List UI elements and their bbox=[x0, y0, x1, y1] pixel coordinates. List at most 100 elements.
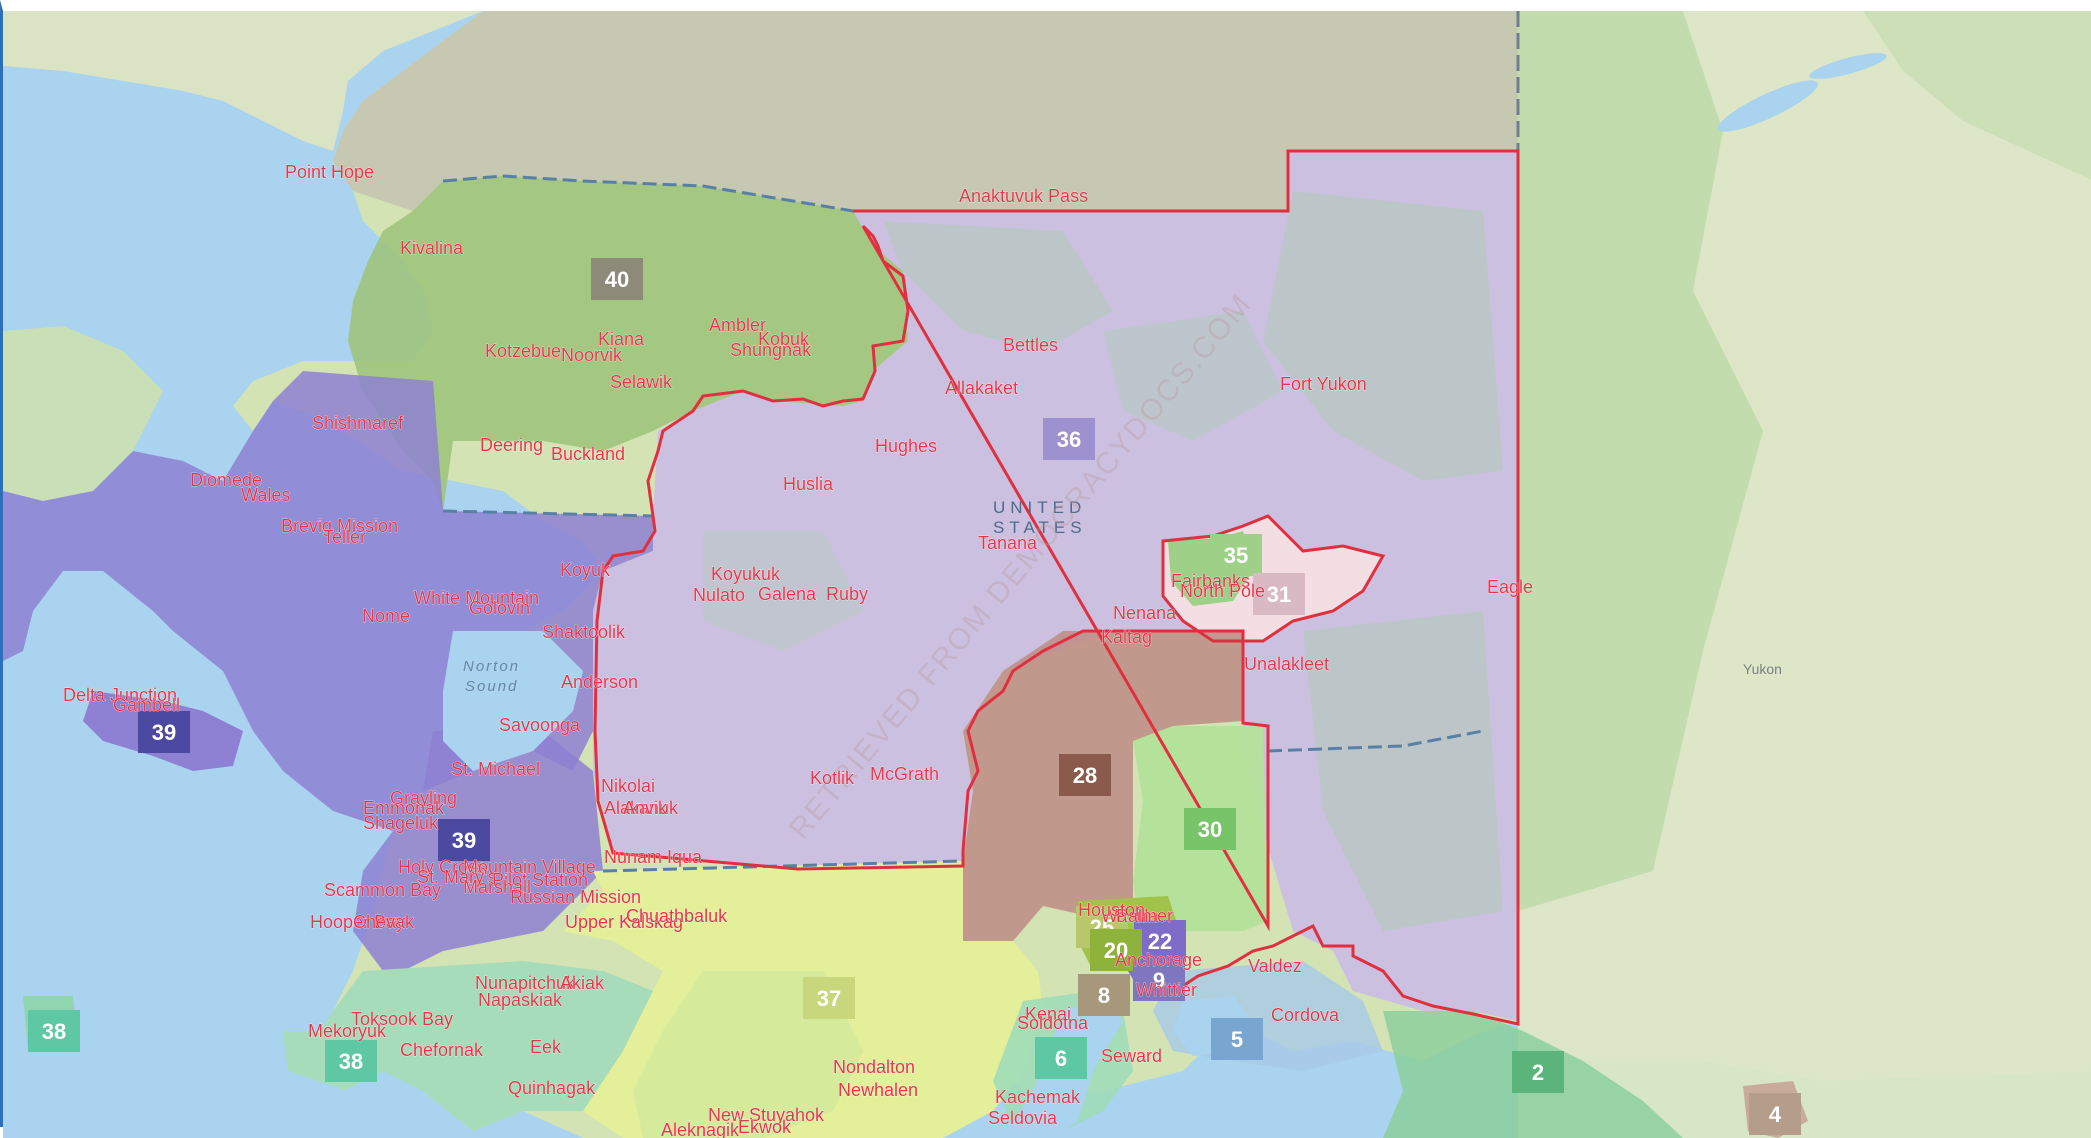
district-boundary-line bbox=[1267, 729, 1484, 753]
district-38-area[interactable] bbox=[303, 961, 653, 1131]
russia-land bbox=[3, 11, 483, 151]
place-label: Newhalen bbox=[838, 1080, 918, 1100]
district-badge-label: 22 bbox=[1148, 929, 1172, 954]
district-badge[interactable]: 31 bbox=[1253, 573, 1305, 615]
district-36-area[interactable] bbox=[593, 151, 1518, 1021]
place-label: St. Mary's bbox=[417, 867, 496, 887]
district-badge-box bbox=[28, 1010, 80, 1052]
district-36-forest bbox=[1303, 611, 1503, 931]
country-label: STATES bbox=[993, 518, 1087, 537]
place-label: Eagle bbox=[1487, 577, 1533, 597]
district-badge[interactable]: 9 bbox=[1133, 959, 1185, 1001]
place-label: McGrath bbox=[870, 764, 939, 784]
place-label: Nunapitchuk bbox=[475, 973, 576, 993]
district-badge[interactable]: 28 bbox=[1059, 754, 1111, 796]
place-label: Ekwok bbox=[738, 1117, 792, 1137]
place-label: Deering bbox=[480, 435, 543, 455]
place-label: Valdez bbox=[1248, 956, 1302, 976]
fairbanks-outline bbox=[1161, 514, 1386, 643]
district-badge[interactable]: 38 bbox=[28, 1010, 80, 1052]
place-label: Savoonga bbox=[499, 715, 581, 735]
district-badge[interactable]: 38 bbox=[325, 1040, 377, 1082]
place-label: Huslia bbox=[783, 474, 834, 494]
place-label: Nondalton bbox=[833, 1057, 915, 1077]
place-label: Scammon Bay bbox=[324, 880, 441, 900]
place-label: Shageluk bbox=[363, 813, 439, 833]
district-badge[interactable]: 40 bbox=[591, 258, 643, 300]
place-label: Kenai bbox=[1025, 1004, 1071, 1024]
place-label: Fort Yukon bbox=[1280, 374, 1367, 394]
place-label: St. Michael bbox=[451, 759, 540, 779]
district-40-green[interactable] bbox=[348, 176, 908, 511]
district-badge-box bbox=[1134, 920, 1186, 962]
district-badge[interactable]: 6 bbox=[1035, 1037, 1087, 1079]
district-40-area[interactable] bbox=[333, 11, 1518, 211]
district-badge-label: 4 bbox=[1769, 1102, 1782, 1127]
canada-coast-forest bbox=[1863, 11, 2091, 180]
district-badge[interactable]: 8 bbox=[1078, 974, 1130, 1016]
district-badge-label: 37 bbox=[817, 986, 841, 1011]
district-badge-label: 39 bbox=[152, 720, 176, 745]
district-boundary-line bbox=[602, 859, 964, 873]
district-badge-label: 30 bbox=[1198, 817, 1222, 842]
district-badge[interactable]: 36 bbox=[1043, 418, 1095, 460]
district-badge-label: 20 bbox=[1104, 938, 1128, 963]
district-map[interactable]: UNITED STATES Yukon Norton Sound RETRIEV… bbox=[3, 11, 2091, 1138]
country-label: UNITED bbox=[993, 498, 1086, 517]
district-36-forest bbox=[883, 221, 1113, 351]
district-badge[interactable]: 5 bbox=[1211, 1018, 1263, 1060]
district-badge[interactable]: 2 bbox=[1512, 1051, 1564, 1093]
place-label: Emmonak bbox=[363, 798, 445, 818]
district-badge-box bbox=[803, 977, 855, 1019]
place-label: Holy Cross bbox=[398, 857, 486, 877]
district-badge[interactable]: 35 bbox=[1210, 534, 1262, 576]
place-label: Bettles bbox=[1003, 335, 1058, 355]
place-label: Whittier bbox=[1136, 980, 1197, 1000]
district-badge[interactable]: 22 bbox=[1134, 920, 1186, 962]
district-badge[interactable]: 37 bbox=[803, 977, 855, 1019]
place-label: Mekoryuk bbox=[308, 1021, 387, 1041]
place-label: Kobuk bbox=[758, 329, 810, 349]
place-label: Mountain Village bbox=[463, 857, 596, 877]
district-badge[interactable]: 30 bbox=[1184, 808, 1236, 850]
district-badge-box bbox=[1210, 534, 1262, 576]
place-label: Cordova bbox=[1271, 1005, 1340, 1025]
place-label: Koyukuk bbox=[711, 564, 781, 584]
place-label: New Stuyahok bbox=[708, 1105, 825, 1125]
lake bbox=[1717, 80, 1819, 132]
district-badge-label: 36 bbox=[1057, 427, 1081, 452]
district-badge[interactable]: 39 bbox=[438, 819, 490, 861]
district-36-forest bbox=[1263, 191, 1503, 481]
district-badge[interactable]: 39 bbox=[138, 711, 190, 753]
water-label: Norton bbox=[463, 658, 520, 675]
place-label: Anvik bbox=[623, 798, 668, 818]
place-label: Wasilla bbox=[1101, 906, 1159, 926]
place-label: Aleknagik bbox=[661, 1120, 740, 1138]
place-label: Fairbanks bbox=[1171, 571, 1250, 591]
region-label-yukon: Yukon bbox=[1743, 661, 1782, 677]
district-badge[interactable]: 20 bbox=[1090, 929, 1142, 971]
place-label: Buckland bbox=[551, 444, 625, 464]
district-badge-box bbox=[591, 258, 643, 300]
district-badge-box bbox=[138, 711, 190, 753]
norton-sound bbox=[443, 631, 583, 771]
place-label: Toksook Bay bbox=[351, 1009, 453, 1029]
district-badge-label: 39 bbox=[452, 828, 476, 853]
place-label: Anchorage bbox=[1115, 950, 1202, 970]
place-label: Unalakleet bbox=[1244, 654, 1329, 674]
place-label: Seldovia bbox=[988, 1108, 1058, 1128]
district-badge[interactable]: 4 bbox=[1749, 1093, 1801, 1135]
place-label: Hughes bbox=[875, 436, 937, 456]
place-label: Golovin bbox=[469, 598, 530, 618]
place-label: North Pole bbox=[1180, 581, 1265, 601]
district-badge-label: 8 bbox=[1098, 983, 1110, 1008]
district-badge-label: 35 bbox=[1224, 543, 1248, 568]
place-label: Quinhagak bbox=[508, 1078, 596, 1098]
place-label: Upper Kalskag bbox=[565, 912, 683, 932]
district-badge-box bbox=[1078, 974, 1130, 1016]
place-label: Hooper Bay bbox=[310, 912, 405, 932]
place-label: Chuathbaluk bbox=[626, 906, 728, 926]
place-label: Kotzebue bbox=[485, 341, 561, 361]
district-badge-box bbox=[1059, 754, 1111, 796]
